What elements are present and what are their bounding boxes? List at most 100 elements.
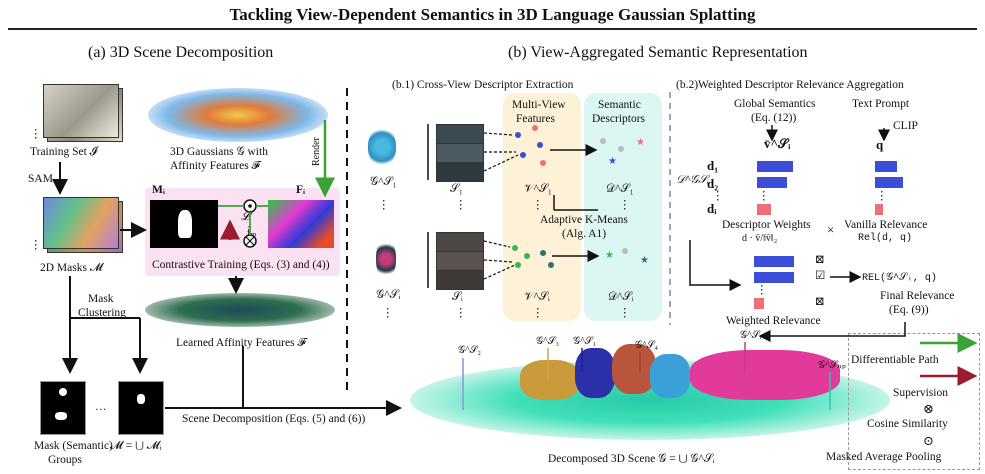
global-line1: Global Semantics — [734, 98, 816, 110]
global-bar-1 — [757, 161, 793, 172]
q-symbol: q — [876, 137, 884, 152]
descriptor-star: ★ — [640, 255, 649, 266]
legend-masked-pool: Masked Average Pooling — [826, 451, 942, 463]
legend-diff-path: Differentiable Path — [851, 354, 939, 366]
scene-label: 𝒢^𝒮₃ — [536, 336, 560, 347]
feature-dot — [524, 253, 530, 259]
global-line2: (Eq. (12)) — [751, 112, 797, 124]
global-bar-2 — [757, 177, 787, 188]
si-label: 𝒮ᵢ — [452, 291, 463, 303]
arrow — [483, 132, 513, 136]
legend-cosine: Cosine Similarity — [867, 418, 948, 430]
scene-object — [612, 344, 656, 394]
vs1-label: 𝒱^𝒮₁ — [524, 183, 552, 195]
feature-dot — [520, 152, 526, 158]
ellipsis: … — [95, 401, 107, 413]
feature-map-fi — [268, 200, 334, 248]
gaussians-label-line2: Affinity Features 𝓕 — [170, 160, 261, 172]
mask-mi — [150, 200, 218, 248]
vdots: ⋮ — [876, 190, 888, 202]
dsi-label: 𝒟^𝒮ᵢ — [608, 291, 634, 303]
mask-clustering-line1: Mask — [88, 293, 114, 305]
vdots: ⋮ — [532, 199, 544, 211]
desc-weights-label: Descriptor Weights — [722, 219, 811, 231]
vdots: ⋮ — [712, 190, 724, 202]
masked-pool-icon: ⊙ — [923, 433, 934, 448]
fi-label: Fᵢ — [296, 184, 306, 196]
rel-dq-label: Rel(d, q) — [858, 233, 913, 244]
mask-clustering-line2: Clustering — [78, 307, 126, 319]
scene-object — [690, 350, 840, 400]
gsi-label: 𝒢^𝒮ᵢ — [376, 289, 401, 301]
multiview-line2: Features — [516, 113, 555, 125]
rel-gq-label: REL(𝒢^𝒮ᵢ, q) — [862, 273, 937, 284]
arrow — [758, 322, 906, 342]
scene-label: 𝒢^𝒮₄ — [635, 340, 659, 351]
scene-object — [520, 360, 580, 400]
training-set-label: Training Set 𝓘 — [30, 146, 98, 158]
view-image — [436, 162, 484, 182]
accept-mark: ☑ — [815, 270, 826, 282]
gs1-label: 𝒢^𝒮₁ — [370, 176, 397, 188]
d1-label: d₁ — [707, 158, 719, 173]
gaussians-pointcloud — [148, 88, 328, 142]
text-prompt-label: Text Prompt — [852, 98, 910, 110]
feature-dot — [512, 245, 518, 251]
weighted-bar-2 — [754, 272, 794, 283]
descriptor-dot — [618, 146, 624, 152]
legend-box — [848, 333, 980, 470]
kmeans-line1: Adaptive K-Means — [540, 214, 628, 226]
learned-affinity-pointcloud — [145, 293, 335, 327]
legend-supervision: Supervision — [893, 387, 948, 399]
semantic-line2: Descriptors — [592, 113, 646, 125]
vdots: ⋮ — [30, 128, 42, 140]
loss-label: 𝓛 — [241, 211, 250, 223]
vdots: ⋮ — [619, 199, 631, 211]
scene-object — [650, 354, 690, 398]
title-rule — [8, 28, 977, 30]
b2-heading: (b.2)Weighted Descriptor Relevance Aggre… — [676, 79, 904, 91]
clip-label: CLIP — [893, 120, 918, 132]
view-image — [436, 270, 484, 290]
times-symbol: × — [827, 222, 835, 237]
descriptor-dot — [600, 138, 606, 144]
masked-pool-dot — [248, 204, 252, 208]
di-label: dᵢ — [707, 201, 717, 216]
arrow — [483, 259, 513, 263]
vdots: ⋮ — [455, 199, 467, 211]
learned-affinity-label: Learned Affinity Features 𝓕 — [176, 337, 306, 349]
mask-shape — [178, 210, 192, 238]
final-line2: (Eq. (9)) — [889, 304, 929, 316]
d2-label: d₂ — [707, 176, 719, 191]
descriptor-star: ★ — [608, 156, 617, 167]
scene-label: 𝒢^𝒮₁ — [573, 336, 597, 347]
vdots: ⋮ — [382, 307, 394, 319]
feature-dot — [515, 262, 521, 268]
vsi-label: 𝒱^𝒮ᵢ — [524, 291, 550, 303]
descriptor-star: ★ — [636, 137, 645, 148]
weighted-bar-1 — [754, 256, 794, 267]
object-gsi — [376, 240, 396, 278]
cosine-icon: ⊗ — [923, 401, 934, 416]
semantic-line1: Semantic — [598, 99, 641, 111]
mhat-label: f̂ₘ — [247, 228, 257, 239]
vdots: ⋮ — [619, 307, 631, 319]
mask-group-image — [118, 381, 164, 435]
feature-dot — [540, 250, 546, 256]
s1-label: 𝒮₁ — [450, 183, 463, 195]
scene-label: 𝒢^𝒮₂ — [458, 345, 482, 356]
vdots: ⋮ — [532, 307, 544, 319]
decomposed-scene-label: Decomposed 3D Scene 𝒢 = ⋃ 𝒢^𝒮ᵢ — [548, 453, 715, 465]
mask-blob — [55, 412, 67, 420]
final-line1: Final Relevance — [880, 290, 955, 302]
scene-label: 𝒢^𝒮ᵢ — [740, 330, 762, 341]
ds1-label: 𝒟^𝒮₁ — [606, 183, 634, 195]
vdots: ⋮ — [455, 307, 467, 319]
feature-dot — [515, 132, 521, 138]
mask-group-image — [40, 381, 86, 435]
section-b-heading: (b) View-Aggregated Semantic Representat… — [508, 44, 808, 61]
vdots: ⋮ — [30, 239, 42, 251]
d-matrix-label: 𝒟^𝒢𝒮ᵢ — [676, 174, 709, 186]
vanilla-label: Vanilla Relevance — [844, 219, 928, 231]
